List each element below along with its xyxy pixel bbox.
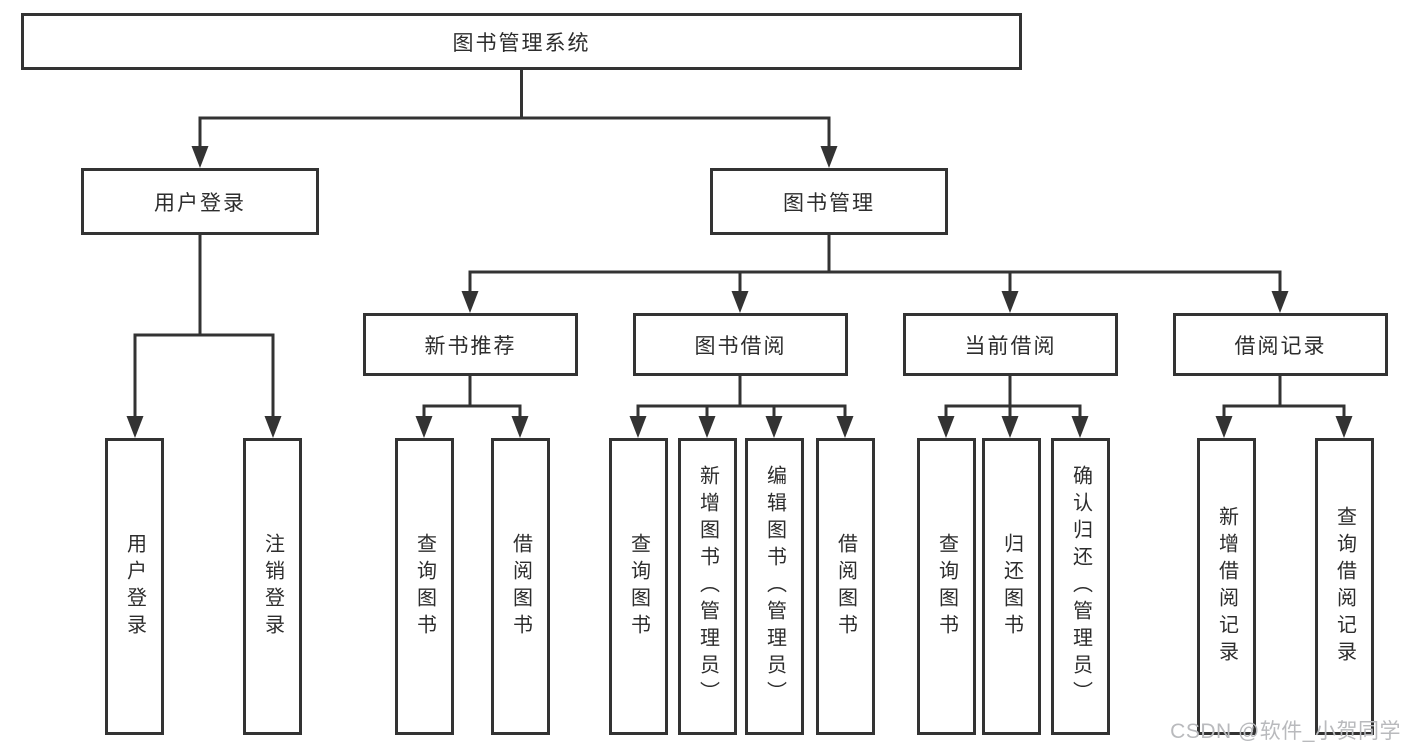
- leaf-user-login-label: 用户登录: [123, 532, 146, 641]
- arrowhead: [1335, 416, 1353, 438]
- leaf-logout-label: 注销登录: [261, 532, 284, 641]
- leaf-query-book-recommend-label: 查询图书: [413, 532, 436, 641]
- leaf-user-login: 用户登录: [105, 438, 164, 735]
- node-root-label: 图书管理系统: [452, 31, 591, 55]
- arrowhead: [937, 416, 955, 438]
- leaf-add-book-admin-label: 新增图书（管理员）: [696, 465, 719, 708]
- csdn-watermark: CSDN @软件_小贺同学: [1170, 720, 1401, 743]
- edge-borrowrecord-elbow: [1222, 404, 1346, 417]
- leaf-confirm-return-admin-label: 确认归还（管理员）: [1069, 465, 1092, 708]
- node-book-borrow-label: 图书借阅: [694, 334, 787, 358]
- arrowhead: [731, 291, 749, 313]
- edge-userlogin-elbow: [133, 333, 275, 417]
- arrowhead: [461, 291, 479, 313]
- leaf-edit-book-admin: 编辑图书（管理员）: [745, 438, 804, 735]
- arrowhead: [126, 416, 144, 438]
- leaf-add-book-admin: 新增图书（管理员）: [678, 438, 737, 735]
- arrowhead: [1215, 416, 1233, 438]
- node-new-book-recommend-label: 新书推荐: [424, 334, 517, 358]
- leaf-borrow-book-recommend-label: 借阅图书: [509, 532, 532, 641]
- leaf-borrow-book: 借阅图书: [816, 438, 875, 735]
- leaf-add-borrow-record: 新增借阅记录: [1197, 438, 1256, 735]
- arrowhead: [1271, 291, 1289, 313]
- arrowhead: [415, 416, 433, 438]
- edge-level2-elbow: [198, 116, 831, 147]
- leaf-query-book-current-label: 查询图书: [935, 532, 958, 641]
- node-book-management-label: 图书管理: [783, 191, 875, 215]
- leaf-query-book-borrow-label: 查询图书: [627, 532, 650, 641]
- node-book-management: 图书管理: [710, 168, 948, 235]
- leaf-return-book-label: 归还图书: [1000, 532, 1023, 641]
- arrowhead: [629, 416, 647, 438]
- node-current-borrow-label: 当前借阅: [964, 334, 1057, 358]
- edge-currentborrow-elbow: [944, 404, 1082, 417]
- leaf-logout: 注销登录: [243, 438, 302, 735]
- leaf-query-book-recommend: 查询图书: [395, 438, 454, 735]
- arrowhead: [765, 416, 783, 438]
- leaf-return-book: 归还图书: [982, 438, 1041, 735]
- arrowhead: [820, 146, 838, 168]
- arrowhead: [1001, 416, 1019, 438]
- leaf-query-book-borrow: 查询图书: [609, 438, 668, 735]
- leaf-query-borrow-record-label: 查询借阅记录: [1333, 505, 1356, 668]
- arrowhead: [1071, 416, 1089, 438]
- node-user-login: 用户登录: [81, 168, 319, 235]
- leaf-edit-book-admin-label: 编辑图书（管理员）: [763, 465, 786, 708]
- node-borrow-record: 借阅记录: [1173, 313, 1388, 376]
- node-book-borrow: 图书借阅: [633, 313, 848, 376]
- arrowhead: [836, 416, 854, 438]
- leaf-query-borrow-record: 查询借阅记录: [1315, 438, 1374, 735]
- edge-bookborrow-elbow: [636, 404, 847, 417]
- leaf-query-book-current: 查询图书: [917, 438, 976, 735]
- node-root: 图书管理系统: [21, 13, 1022, 70]
- leaf-borrow-book-label: 借阅图书: [834, 532, 857, 641]
- leaf-confirm-return-admin: 确认归还（管理员）: [1051, 438, 1110, 735]
- leaf-add-borrow-record-label: 新增借阅记录: [1215, 505, 1238, 668]
- edge-level3-elbow: [468, 270, 1282, 292]
- node-new-book-recommend: 新书推荐: [363, 313, 578, 376]
- node-user-login-label: 用户登录: [154, 191, 246, 215]
- arrowhead: [191, 146, 209, 168]
- arrowhead: [264, 416, 282, 438]
- node-borrow-record-label: 借阅记录: [1234, 334, 1327, 358]
- edge-newbook-elbow: [422, 404, 522, 417]
- arrowhead: [698, 416, 716, 438]
- arrowhead: [511, 416, 529, 438]
- node-current-borrow: 当前借阅: [903, 313, 1118, 376]
- leaf-borrow-book-recommend: 借阅图书: [491, 438, 550, 735]
- arrowhead: [1001, 291, 1019, 313]
